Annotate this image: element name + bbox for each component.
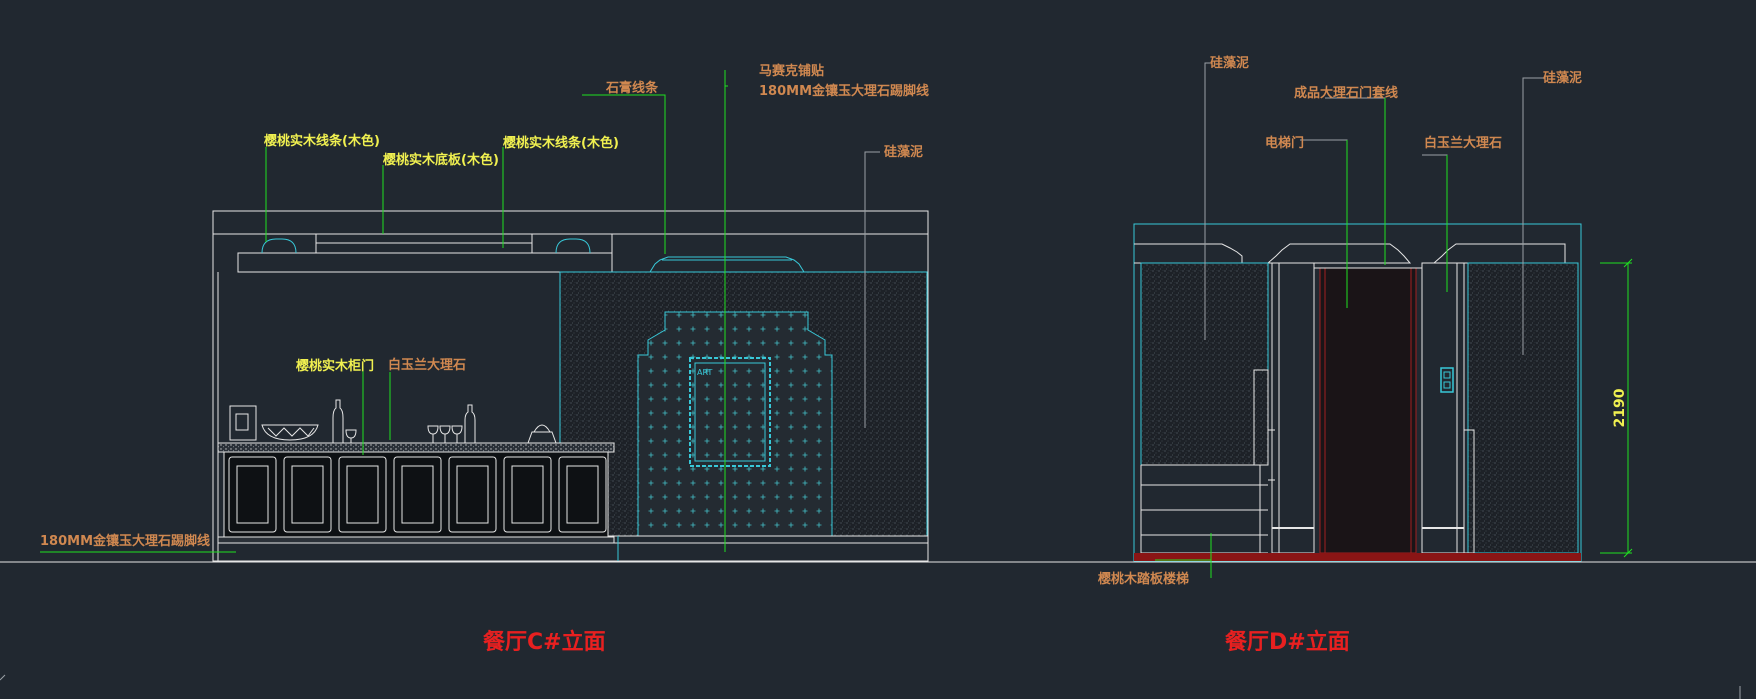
cabinet-doors — [228, 456, 607, 533]
label-stair: 樱桃木踏板楼梯 — [1098, 571, 1189, 587]
wine-bottle-icon — [464, 404, 476, 444]
cabinet-door-panel — [456, 465, 489, 524]
cabinet-door — [448, 456, 497, 533]
cabinet-door — [503, 456, 552, 533]
cabinet-door-panel — [401, 465, 434, 524]
elevation-c: ART — [212, 210, 929, 562]
label-wood-base-board: 樱桃实木底板(木色) — [383, 152, 499, 168]
cabinet-door — [228, 456, 277, 533]
title-elevation-d: 餐厅D#立面 — [1225, 629, 1350, 655]
book-stand-inner — [235, 413, 249, 431]
crown-molding-right — [555, 238, 591, 254]
label-mosaic: 马赛克铺贴 — [759, 63, 824, 79]
label-cabinet-door: 樱桃实木柜门 — [296, 358, 374, 374]
crown-center — [1266, 243, 1412, 264]
door-frame-left-pillar — [1271, 262, 1315, 554]
label-elevator-door: 电梯门 — [1265, 135, 1304, 151]
label-diatom-mud-left: 硅藻泥 — [1210, 55, 1249, 71]
label-baseboard-top: 180MM金镶玉大理石踢脚线 — [759, 83, 929, 99]
label-diatom-mud-right: 硅藻泥 — [1543, 70, 1582, 86]
cabinet-door — [338, 456, 387, 533]
corner-mark — [0, 674, 6, 681]
fruit-bowl-icon — [261, 424, 319, 441]
art-frame-inner — [694, 362, 766, 462]
label-baseboard-bottom: 180MM金镶玉大理石踢脚线 — [40, 533, 210, 549]
cabinet-door — [393, 456, 442, 533]
cabinet-door — [283, 456, 332, 533]
label-magnolia-marble-d: 白玉兰大理石 — [1424, 135, 1502, 151]
elevator-door — [1319, 267, 1417, 554]
ceiling-beam — [237, 252, 613, 273]
floor-band — [1134, 553, 1581, 561]
door-frame-right-pillar — [1421, 262, 1465, 554]
elevation-d: 2190 — [1133, 223, 1633, 562]
basket-icon — [527, 424, 557, 444]
label-plaster-line: 石膏线条 — [605, 80, 659, 96]
dimension-text: 2190 — [1612, 388, 1628, 427]
wine-glass-icon — [439, 425, 451, 444]
label-diatom-mud: 硅藻泥 — [884, 144, 923, 160]
label-magnolia-marble-c: 白玉兰大理石 — [388, 357, 466, 373]
cabinet-door-panel — [511, 465, 544, 524]
cabinet-plinth — [217, 536, 615, 544]
call-button-up — [1443, 371, 1451, 379]
counter-items — [229, 399, 557, 444]
stair — [1140, 369, 1275, 554]
cabinet-door-panel — [236, 465, 269, 524]
cabinet-door — [558, 456, 607, 533]
ceiling-panel — [315, 242, 533, 254]
label-wood-line-right: 樱桃实木线条(木色) — [503, 135, 619, 151]
marble-countertop — [217, 442, 615, 453]
sideboard-cabinet — [223, 451, 609, 538]
title-elevation-c: 餐厅C#立面 — [483, 629, 606, 655]
elevator-call-button — [1440, 367, 1454, 393]
cabinet-door-panel — [346, 465, 379, 524]
crown-molding-left — [261, 238, 297, 254]
dimension-2190 — [1600, 258, 1633, 558]
wine-glass-icon — [427, 425, 439, 444]
wine-glass-icon — [345, 429, 357, 444]
book-stand-icon — [229, 405, 257, 441]
cabinet-door-panel — [291, 465, 324, 524]
crown-right — [1432, 243, 1566, 264]
art-text: ART — [697, 368, 712, 377]
fruit-bowl-pattern — [267, 427, 315, 437]
leader-lines — [40, 70, 1212, 578]
call-button-down — [1443, 381, 1451, 389]
plaster-crown — [649, 256, 805, 273]
art-frame — [689, 357, 771, 467]
mosaic-panel — [637, 311, 833, 537]
label-wood-line-left: 樱桃实木线条(木色) — [264, 133, 380, 149]
wine-glass-icon — [451, 425, 463, 444]
label-marble-door-frame: 成品大理石门套线 — [1294, 85, 1398, 101]
bottle-icon — [332, 399, 344, 444]
cabinet-door-panel — [566, 465, 599, 524]
elevation-c-frame — [212, 210, 929, 562]
crown-left — [1134, 243, 1243, 264]
